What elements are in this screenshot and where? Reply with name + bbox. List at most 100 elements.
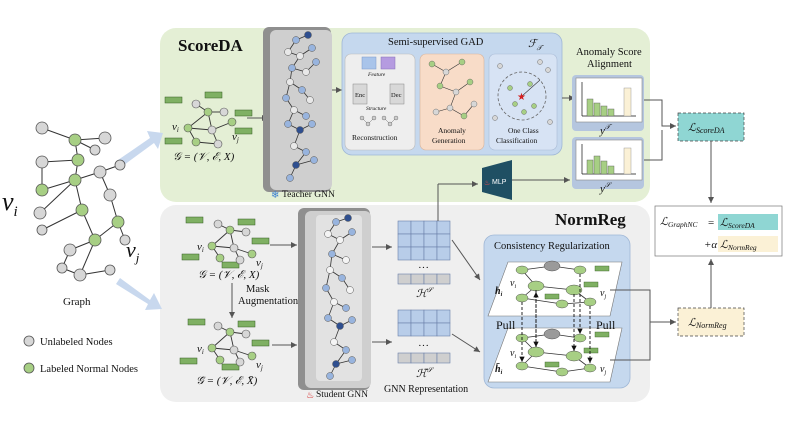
lower-h-label: h̄i <box>495 363 503 376</box>
flame-icon: ♨ <box>306 391 314 401</box>
total-loss-normreg: ℒNormReg <box>720 239 757 252</box>
feature-matrix-b <box>380 56 396 70</box>
lower-vi-label: vi <box>510 348 516 360</box>
legend-unlabeled: Unlabeled Nodes <box>40 337 113 348</box>
hbar-representation-grid <box>397 309 451 337</box>
feature-matrix-a <box>361 56 377 70</box>
teacher-gnn-label: Teacher GNN <box>282 190 335 200</box>
yt-label: y𝒯 <box>599 123 613 137</box>
teacher-gnn-box <box>270 30 332 190</box>
labeled-node-icon <box>23 362 35 374</box>
normreg-vj: vj <box>256 257 263 270</box>
one-class-label-1: One Class <box>508 126 539 135</box>
feature-chips-top <box>164 91 253 145</box>
hbar-last-row <box>397 352 451 364</box>
yt-histogram <box>581 82 636 117</box>
structure-mini-graphs <box>359 115 399 127</box>
hbar-label: ℋ̄𝒮 <box>416 366 435 380</box>
scoreda-title: ScoreDA <box>178 36 244 55</box>
normreg-vi: vi <box>197 241 204 254</box>
student-gnn-nodes <box>322 214 356 380</box>
pull-links <box>519 274 593 363</box>
reconstruction-label: Reconstruction <box>352 133 398 142</box>
total-loss-scoreda: ℒScoreDA <box>720 217 755 230</box>
mlp-block <box>482 160 512 200</box>
input-graph-nodes <box>33 121 131 282</box>
graph-vj-label: vj <box>126 237 140 265</box>
normreg-feature-chips-top <box>181 216 270 269</box>
upper-vi-label: vi <box>510 278 516 290</box>
augmented-vi: vi <box>197 343 204 356</box>
consistency-to-normreg-loss-lower <box>610 322 651 361</box>
upper-vj-label: vj <box>600 288 606 300</box>
gad-ft: ℱ𝒯 <box>528 38 545 52</box>
alignment-title-1: Anomaly Score <box>576 47 642 58</box>
h-dots: ··· <box>418 262 429 274</box>
upper-plane-chips <box>544 265 610 300</box>
one-class-label-2: Classification <box>496 136 537 145</box>
augmented-vj: vj <box>256 359 263 372</box>
augmented-feature-chips <box>179 318 270 371</box>
mlp-label: MLP <box>492 179 507 186</box>
total-loss-eq: = <box>708 217 714 229</box>
total-loss-lhs: ℒGraphNC <box>660 216 699 229</box>
feature-label: Feature <box>367 72 386 78</box>
h-to-consistency-arrow <box>451 239 481 281</box>
graph-to-normreg-arrow <box>116 278 162 310</box>
upper-h-label: hi <box>495 286 503 298</box>
scoreda-vi: vi <box>172 121 179 134</box>
yt-to-loss-connector <box>644 99 676 129</box>
dec-block <box>389 83 405 105</box>
snowflake-icon: ❄ <box>271 190 279 201</box>
graph-to-scoreda-arrow <box>118 131 163 165</box>
pull-label-left: Pull <box>496 318 516 332</box>
one-class-radius <box>521 79 541 97</box>
augmented-graph-nodes <box>207 321 257 367</box>
one-class-center-star: ★ <box>517 92 526 103</box>
scoreda-vj: vj <box>232 131 239 144</box>
unlabeled-node-icon <box>23 335 35 347</box>
dec-label: Dec <box>391 92 402 99</box>
legend-labeled: Labeled Normal Nodes <box>40 364 138 375</box>
anomaly-generation-label-2: Generation <box>432 136 466 145</box>
teacher-gnn-nodes <box>282 31 320 182</box>
total-loss-normreg-highlight <box>718 236 778 252</box>
normreg-title: NormReg <box>555 210 626 229</box>
anomaly-generation-nodes <box>428 58 478 120</box>
ys-histogram <box>581 144 636 175</box>
reconstruction-card <box>344 53 416 151</box>
scoreda-graph-nodes <box>183 99 237 149</box>
enc-label: Enc <box>355 92 365 99</box>
h-label: ℋ𝒮 <box>416 286 435 300</box>
student-gnn-label: Student GNN <box>316 390 368 400</box>
ys-label: y𝒮 <box>599 181 613 195</box>
graph-label: Graph <box>63 296 91 308</box>
student-gnn-inner <box>316 215 362 381</box>
scoreda-loss-label: ℒScoreDA <box>688 122 725 135</box>
pull-label-right: Pull <box>596 318 616 332</box>
h-representation-grid <box>397 220 451 261</box>
augmented-graph-eq: 𝒢̄ = (𝒱, ℰ, X̄) <box>196 375 258 387</box>
augmentation-label: Augmentation <box>238 296 299 307</box>
graph-vi-label: vi <box>2 187 18 220</box>
gnn-representation-label: GNN Representation <box>384 384 468 395</box>
normreg-loss-box <box>677 307 745 337</box>
upper-plane-nodes <box>515 260 597 309</box>
one-class-points <box>492 59 553 125</box>
lower-plane-chips <box>544 331 610 368</box>
structure-label: Structure <box>366 106 387 112</box>
consistency-to-normreg-loss <box>610 289 676 325</box>
h-last-row <box>397 273 451 285</box>
normreg-graph-eq: 𝒢 = (𝒱, ℰ, X) <box>198 269 260 281</box>
hbar-dots: ··· <box>418 340 429 352</box>
enc-block <box>352 83 368 105</box>
alignment-title-2: Alignment <box>587 59 632 70</box>
anomaly-generation-label-1: Anomaly <box>438 126 466 135</box>
mask-label: Mask <box>246 284 270 295</box>
lower-vj-label: vj <box>600 364 606 376</box>
normreg-loss-label: ℒNormReg <box>688 317 727 330</box>
consistency-title: Consistency Regularization <box>494 241 611 252</box>
input-graph <box>39 127 126 276</box>
total-loss-alpha: +α <box>704 239 717 251</box>
